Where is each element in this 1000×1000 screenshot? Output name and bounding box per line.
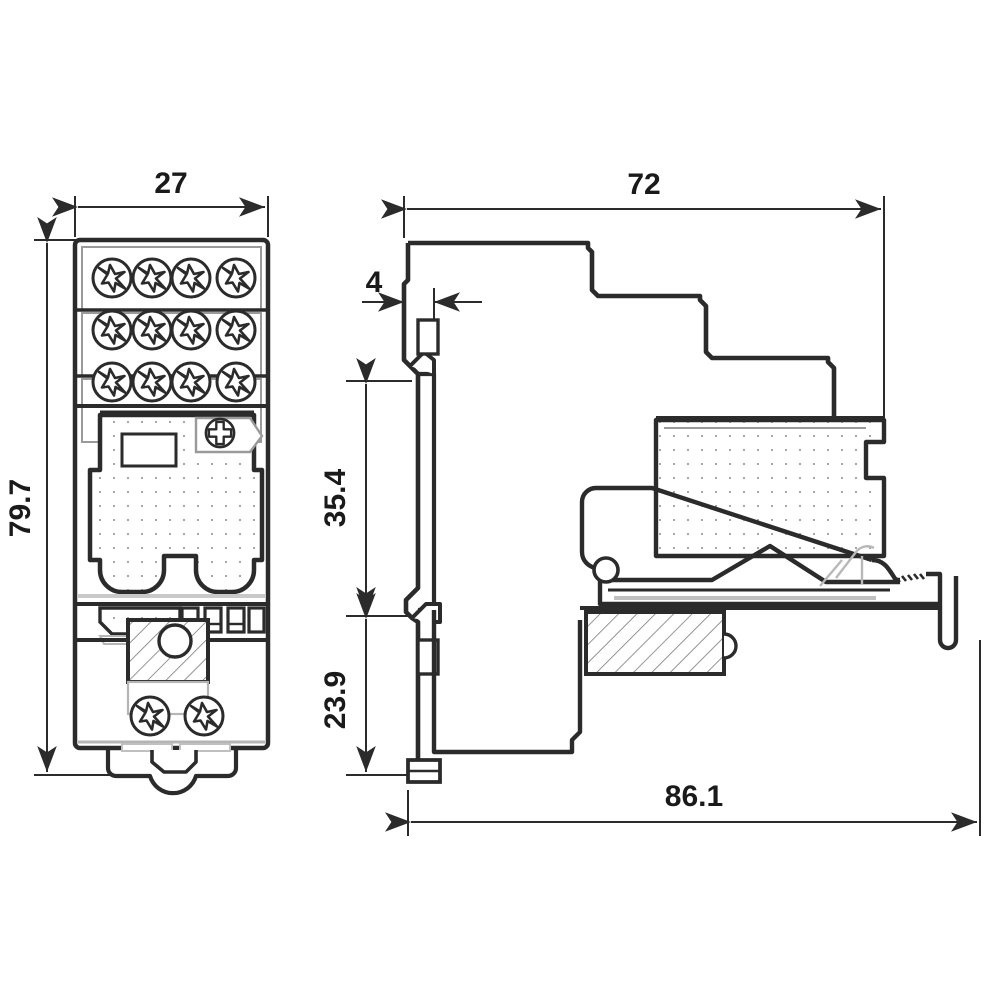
terminal-screw-1-1[interactable] xyxy=(91,257,133,299)
terminal-screw-3-4[interactable] xyxy=(215,361,257,403)
release-tab-ribs xyxy=(895,573,926,583)
terminal-screws xyxy=(91,257,257,403)
dimension-label-23-9: 23.9 xyxy=(319,671,352,729)
terminal-screw-1-2[interactable] xyxy=(131,257,173,299)
base-notch-right xyxy=(179,743,231,752)
left-flange-outer-edge xyxy=(401,243,421,784)
dimension-height-35-4: 35.4 xyxy=(319,358,412,617)
terminal-block-section xyxy=(584,610,738,676)
side-view: 72 4 35.4 23.9 86.1 xyxy=(319,168,981,836)
stepped-top-profile xyxy=(408,240,837,420)
clip-pivot-circle xyxy=(592,556,620,584)
terminal-screw-3-2[interactable] xyxy=(131,361,173,403)
indicator-block-4 xyxy=(247,606,266,634)
dimension-label-72: 72 xyxy=(627,168,660,201)
base-notch-left xyxy=(121,743,173,752)
terminal-block-lug xyxy=(723,632,738,660)
terminal-screw-3-1[interactable] xyxy=(91,361,133,403)
dimension-label-86-1: 86.1 xyxy=(665,780,723,813)
coil-pivot-circle xyxy=(157,623,193,659)
dimension-height-23-9: 23.9 xyxy=(319,593,412,776)
release-slider-texture xyxy=(103,611,175,619)
terminal-screw-1-3[interactable] xyxy=(170,257,212,299)
dimension-label-27: 27 xyxy=(154,167,187,200)
flange-slot-upper xyxy=(416,318,440,356)
terminal-screw-1-4[interactable] xyxy=(215,257,257,299)
terminal-screw-2-3[interactable] xyxy=(170,309,212,351)
dimension-depth-72: 72 xyxy=(381,168,885,420)
din-clip-front[interactable] xyxy=(105,750,239,796)
test-button-screw[interactable] xyxy=(204,417,236,449)
dimension-label-79-7: 79.7 xyxy=(4,479,37,537)
indicator-block-3 xyxy=(226,606,246,634)
relay-body-front xyxy=(87,410,265,595)
front-view: 27 79.7 xyxy=(4,167,271,796)
terminal-block-hatched xyxy=(584,610,726,676)
terminal-screw-2-1[interactable] xyxy=(91,309,133,351)
clip-phantom-line-2 xyxy=(819,559,843,587)
clip-phantom-line-1 xyxy=(835,545,875,579)
dimension-label-4: 4 xyxy=(366,266,383,299)
release-tab-hook[interactable] xyxy=(926,571,959,651)
bottom-screw-right[interactable] xyxy=(183,695,225,737)
dimension-label-35-4: 35.4 xyxy=(319,468,352,527)
bottom-screw-left[interactable] xyxy=(129,695,171,737)
release-tab-neck[interactable] xyxy=(871,557,900,583)
relay-body-section xyxy=(653,417,887,559)
dimension-width-27: 27 xyxy=(52,167,269,237)
body-lower-outline xyxy=(431,610,583,755)
din-clip-center-tab xyxy=(150,750,198,774)
dimension-length-86-1: 86.1 xyxy=(385,640,981,836)
terminal-screw-2-4[interactable] xyxy=(215,309,257,351)
relay-body-side xyxy=(653,416,887,559)
dimension-height-79-7: 79.7 xyxy=(4,217,115,776)
terminal-screw-2-2[interactable] xyxy=(131,309,173,351)
flange-upper-hook xyxy=(408,350,436,374)
clip-top-diagonal xyxy=(596,485,873,563)
relay-label-window xyxy=(120,432,178,468)
terminal-screw-3-3[interactable] xyxy=(170,361,212,403)
